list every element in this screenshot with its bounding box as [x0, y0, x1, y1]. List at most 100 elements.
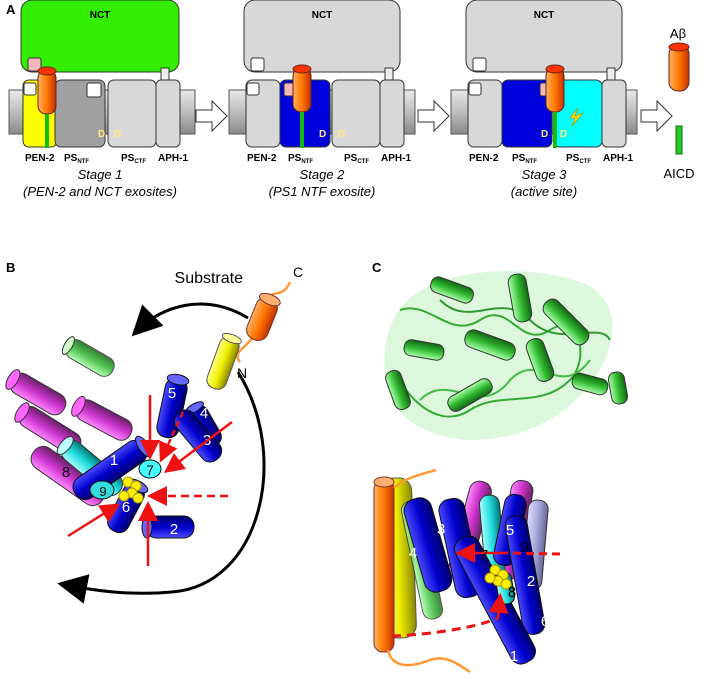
aph1-subunit: [601, 79, 627, 148]
c-helix-label-6: 6: [541, 613, 549, 630]
magenta-helix-c: [71, 395, 133, 441]
c-helix-label-2: 2: [527, 573, 535, 590]
ps-ntf-label: PSNTF: [512, 153, 537, 165]
substrate-upper-tail: [393, 468, 437, 489]
aicd-label: AICD: [663, 166, 694, 181]
catalytic-aspartates: [118, 476, 144, 504]
stage-arrow-1: [195, 99, 228, 133]
helix-label-2: 2: [170, 521, 178, 538]
cyan-helix-7: [138, 459, 162, 479]
nct-label: NCT: [90, 10, 111, 21]
stage1-title: Stage 1: [78, 167, 123, 182]
helix-label-8: 8: [62, 464, 70, 481]
helix-label-9: 9: [99, 484, 106, 499]
substrate-tm-stub: [553, 112, 557, 148]
aicd-fragment: [675, 125, 683, 155]
helix-label-1: 1: [110, 452, 118, 469]
curved-arrow-top: [131, 302, 249, 337]
c-helix-label-7: 7: [480, 547, 488, 564]
blue-tm-helix-6: [504, 515, 546, 635]
substrate-helix: [545, 67, 565, 113]
pen2-label: PEN-2: [25, 153, 55, 164]
ps-ntf-label: PSNTF: [288, 153, 313, 165]
ctf-aspartate: D: [560, 129, 567, 140]
nct-exosite-box: [472, 57, 487, 72]
stage3-title: Stage 3: [522, 167, 568, 182]
nct-ectodomain: [384, 270, 629, 440]
stage3-complex: NCT D D PEN-2 PSNTF PSCTF APH-1 Stage 3 …: [450, 0, 638, 199]
helix-label-4: 4: [200, 405, 208, 422]
ps-ctf-label: PSCTF: [566, 153, 591, 165]
green-helix: [61, 336, 115, 377]
stage-arrow-2: [417, 99, 450, 133]
cleavage-lightning-icon: [569, 107, 584, 127]
abeta-helix: [668, 44, 690, 92]
helix-label-6: 6: [122, 499, 130, 516]
red-arrow-dashed-top: [159, 411, 185, 463]
cyan-helix-9: [89, 480, 115, 500]
substrate-helix: [246, 292, 281, 342]
nct-domain-inactive: [243, 0, 401, 73]
panel-b-label: B: [6, 260, 15, 275]
substrate-helix-cap: [37, 66, 57, 76]
stage1-complex: NCT D D PEN-2 PSNTF PSCTF APH-1 Stage 1 …: [8, 0, 196, 199]
ps-ctf-label: PSCTF: [344, 153, 369, 165]
red-path-right-dashed: [505, 551, 561, 556]
n-terminus-label: N: [237, 365, 247, 381]
pen2-label: PEN-2: [469, 153, 499, 164]
aph1-subunit: [379, 79, 405, 148]
ps-ntf-subunit: [501, 79, 553, 148]
helix-label-5: 5: [168, 385, 176, 402]
aph1-label: APH-1: [381, 153, 411, 164]
nct-domain-inactive: [465, 0, 623, 73]
substrate-label: Substrate: [175, 270, 244, 287]
substrate-helix: [292, 67, 312, 113]
substrate-helix-cap: [292, 64, 312, 74]
pen2-exosite-box: [23, 82, 37, 96]
stage2-complex: NCT D D PEN-2 PSNTF PSCTF APH-1 Stage 2 …: [228, 0, 416, 199]
ntf-aspartate: D: [541, 129, 548, 140]
ntf-aspartate: D: [98, 129, 105, 140]
abeta-label: Aβ: [670, 26, 686, 41]
c-helix-label-9: 9: [520, 539, 528, 556]
red-arrow-right-upper: [164, 421, 233, 473]
blue-tm-helix-4: [403, 497, 453, 593]
substrate-helix: [37, 69, 57, 115]
stage1-subtitle: (PEN-2 and NCT exosites): [23, 184, 177, 199]
ps-ntf-label: PSNTF: [64, 153, 89, 165]
c-helix-label-3: 3: [437, 521, 445, 538]
ntf-exosite-box: [86, 82, 102, 98]
substrate-n-tail: [236, 335, 256, 363]
blue-helix-2: [141, 515, 195, 539]
substrate-helix-c: [373, 476, 395, 653]
c-helix-label-1: 1: [510, 648, 518, 665]
curved-arrow-bottom: [57, 371, 266, 604]
red-arrow-up: [488, 593, 509, 619]
red-arrow-left: [67, 503, 121, 538]
aph1-subunit: [155, 79, 181, 148]
c-helix-label-8: 8: [508, 584, 516, 601]
panel-a-label: A: [6, 2, 16, 17]
catalytic-aspartates: [484, 564, 512, 590]
red-path-bottom-dashed: [391, 616, 499, 638]
c-helix-label-5: 5: [506, 522, 514, 539]
ctf-aspartate: D: [114, 129, 121, 140]
ctf-aspartate: D: [338, 129, 345, 140]
panel-b-diagram: Substrate C N: [5, 264, 303, 604]
c-helix-label-4: 4: [409, 545, 417, 562]
magenta-helix-a: [5, 369, 67, 416]
panel-c-structure: 1 2 3 4 5 6 7 8 9: [373, 270, 629, 674]
substrate-lower-tail: [386, 649, 471, 674]
substrate-tm-stub: [300, 112, 304, 148]
nct-label: NCT: [312, 10, 333, 21]
ps-ctf-label: PSCTF: [121, 153, 146, 165]
ntf-aspartate: D: [319, 129, 326, 140]
pen2-label: PEN-2: [247, 153, 277, 164]
pen2-exosite-box: [246, 82, 260, 96]
pen2-helix: [206, 332, 242, 390]
nct-domain-active: [20, 0, 180, 73]
aph1-label: APH-1: [603, 153, 633, 164]
substrate-tm-stub: [45, 114, 49, 148]
